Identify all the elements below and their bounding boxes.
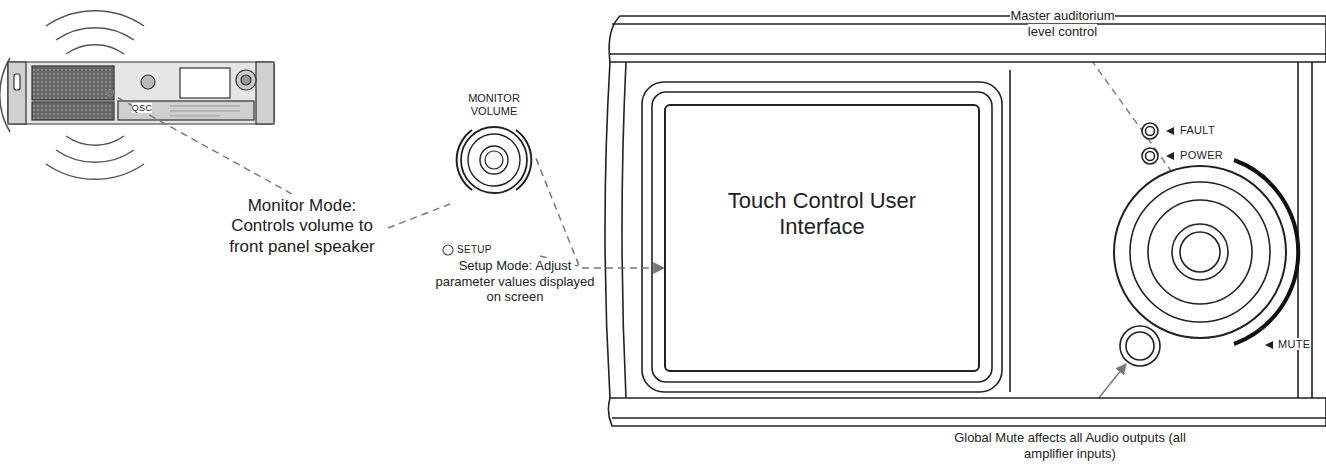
- label-text: MUTE: [1278, 338, 1310, 350]
- callout-text: Monitor Mode: Controls volume to front p…: [216, 196, 388, 257]
- callout-text: Master auditorium level control: [1000, 8, 1125, 39]
- setup-led: [443, 245, 453, 255]
- label-text: POWER: [1180, 149, 1223, 161]
- knob-symbol: [452, 122, 536, 198]
- knob-ring: [468, 134, 520, 186]
- callout-text: Setup Mode: Adjust parameter values disp…: [430, 258, 600, 305]
- label-text: QSC: [132, 103, 152, 113]
- touch-screen: Touch Control User Interface: [664, 104, 980, 372]
- logo-text: QSC: [122, 103, 162, 114]
- callout-text: Global Mute affects all Audio outputs (a…: [948, 430, 1192, 461]
- dashed-arrow: [536, 158, 664, 268]
- knob-arc: [516, 130, 531, 190]
- indicator-label: POWER: [1180, 149, 1240, 162]
- leader-lines: [104, 50, 1182, 266]
- monitor-volume-knob: MONITOR VOLUME: [452, 92, 536, 198]
- knob-heading: MONITOR VOLUME: [459, 92, 529, 118]
- label-text: Setup Mode: Adjust parameter values disp…: [436, 258, 595, 304]
- label-text: Global Mute affects all Audio outputs (a…: [954, 430, 1186, 461]
- knob-ring: [485, 151, 503, 169]
- knob-arc: [457, 130, 472, 190]
- front-panel: [605, 16, 1326, 426]
- label-text: Master auditorium level control: [1010, 8, 1114, 39]
- label-text: FAULT: [1180, 124, 1215, 136]
- knob-ring: [480, 146, 508, 174]
- led-label: SETUP: [457, 244, 507, 256]
- button-label: MUTE: [1278, 338, 1322, 351]
- amplifier-unit: [8, 62, 274, 124]
- knob-ring: [461, 127, 527, 193]
- label-text: Monitor Mode: Controls volume to front p…: [229, 196, 375, 256]
- indicator-label: FAULT: [1180, 124, 1240, 137]
- screen-text: Touch Control User Interface: [722, 188, 922, 241]
- label-text: SETUP: [457, 244, 492, 255]
- pointer-triangles: [1166, 127, 1273, 349]
